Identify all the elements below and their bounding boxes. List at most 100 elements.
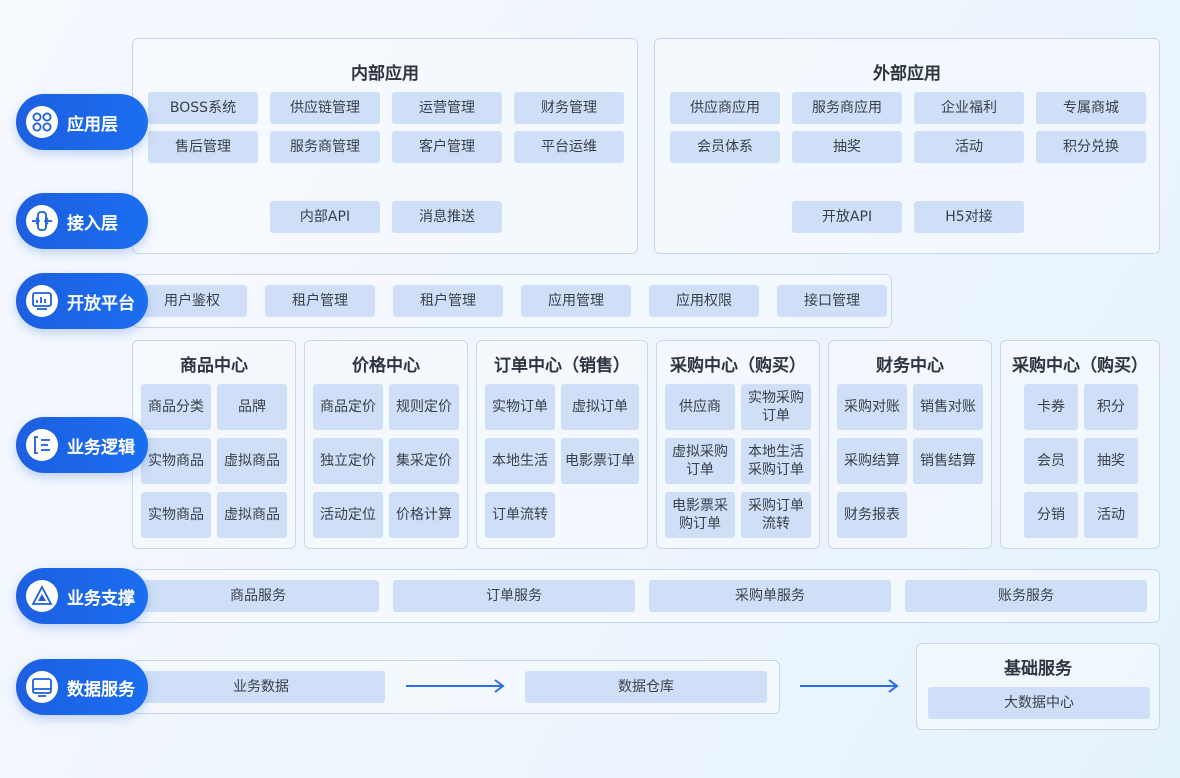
open-platform-chip[interactable]: 租户管理 [393,285,503,317]
data-services-panel: 业务数据 数据仓库 [132,660,780,714]
support-chip[interactable]: 商品服务 [137,580,379,612]
internal-app-chip[interactable]: 平台运维 [514,131,624,163]
center-title: 商品中心 [180,356,248,376]
center-chip[interactable]: 销售结算 [913,438,983,484]
center-chip[interactable]: 积分 [1084,384,1138,430]
layer-logic-pill[interactable]: 业务逻辑 [16,417,148,473]
center-chip[interactable]: 独立定价 [313,438,383,484]
center-chip[interactable]: 抽奖 [1084,438,1138,484]
layer-app-pill[interactable]: 应用层 [16,94,148,150]
external-app-chip[interactable]: 企业福利 [914,92,1024,124]
layer-label: 开放平台 [67,293,135,314]
external-app-chip[interactable]: 服务商应用 [792,92,902,124]
center-price: 价格中心 商品定价 规则定价 独立定价 集采定价 活动定位 价格计算 [304,340,468,549]
center-chip[interactable]: 虚拟订单 [561,384,639,430]
center-chip[interactable]: 实物商品 [141,492,211,538]
connector-icon [26,205,58,237]
center-chip[interactable]: 虚拟商品 [217,438,287,484]
internal-access-chip[interactable]: 内部API [270,201,380,233]
center-chip[interactable]: 本地生活 [485,438,555,484]
base-services-panel: 基础服务 大数据中心 [916,643,1160,730]
internal-apps-title: 内部应用 [351,64,419,84]
layer-support-pill[interactable]: 业务支撑 [16,568,148,624]
support-chip[interactable]: 订单服务 [393,580,635,612]
internal-app-chip[interactable]: 运营管理 [392,92,502,124]
internal-access-chip[interactable]: 消息推送 [392,201,502,233]
layer-label: 业务逻辑 [67,437,135,458]
center-purchase-2: 采购中心（购买） 卡券 积分 会员 抽奖 分销 活动 [1000,340,1160,549]
internal-app-chip[interactable]: 供应链管理 [270,92,380,124]
layer-data-pill[interactable]: 数据服务 [16,659,148,715]
support-chip[interactable]: 账务服务 [905,580,1147,612]
external-app-chip[interactable]: 供应商应用 [670,92,780,124]
center-chip[interactable]: 品牌 [217,384,287,430]
center-chip[interactable]: 价格计算 [389,492,459,538]
center-title: 财务中心 [876,356,944,376]
open-platform-chip[interactable]: 用户鉴权 [137,285,247,317]
center-chip[interactable]: 规则定价 [389,384,459,430]
external-app-chip[interactable]: 专属商城 [1036,92,1146,124]
center-chip[interactable]: 活动 [1084,492,1138,538]
center-chip[interactable]: 商品分类 [141,384,211,430]
center-title: 采购中心（购买） [670,356,806,376]
external-apps-title: 外部应用 [873,64,941,84]
arrow-right-icon [406,679,505,693]
center-chip[interactable]: 电影票订单 [561,438,639,484]
support-panel: 商品服务 订单服务 采购单服务 账务服务 [132,569,1160,623]
external-app-chip[interactable]: 抽奖 [792,131,902,163]
internal-app-chip[interactable]: BOSS系统 [148,92,258,124]
list-icon [26,429,58,461]
center-chip[interactable]: 财务报表 [837,492,907,538]
center-chip[interactable]: 分销 [1024,492,1078,538]
center-chip[interactable]: 采购结算 [837,438,907,484]
open-platform-chip[interactable]: 应用权限 [649,285,759,317]
center-chip[interactable]: 活动定位 [313,492,383,538]
center-product: 商品中心 商品分类 品牌 实物商品 虚拟商品 实物商品 虚拟商品 [132,340,296,549]
center-chip[interactable]: 本地生活采购订单 [741,438,811,484]
center-order: 订单中心（销售） 实物订单 虚拟订单 本地生活 电影票订单 订单流转 [476,340,648,549]
internal-app-chip[interactable]: 售后管理 [148,131,258,163]
open-platform-chip[interactable]: 接口管理 [777,285,887,317]
open-platform-panel: 用户鉴权 租户管理 租户管理 应用管理 应用权限 接口管理 [132,274,892,328]
center-chip[interactable]: 卡券 [1024,384,1078,430]
center-chip[interactable]: 电影票采购订单 [665,492,735,538]
internal-app-chip[interactable]: 财务管理 [514,92,624,124]
data-chip[interactable]: 数据仓库 [525,671,767,703]
layers-triangle-icon [26,580,58,612]
layer-label: 应用层 [67,114,118,135]
base-services-title: 基础服务 [1004,659,1072,679]
center-chip[interactable]: 实物采购订单 [741,384,811,430]
internal-apps-panel: 内部应用 BOSS系统 供应链管理 运营管理 财务管理 售后管理 服务商管理 客… [132,38,638,254]
external-access-chip[interactable]: 开放API [792,201,902,233]
center-title: 订单中心（销售） [494,356,630,376]
support-chip[interactable]: 采购单服务 [649,580,891,612]
center-title: 采购中心（购买） [1012,356,1148,376]
layer-label: 业务支撑 [67,588,135,609]
layer-open-pill[interactable]: 开放平台 [16,273,148,329]
center-chip[interactable]: 实物商品 [141,438,211,484]
center-chip[interactable]: 实物订单 [485,384,555,430]
center-chip[interactable]: 虚拟商品 [217,492,287,538]
center-chip[interactable]: 采购对账 [837,384,907,430]
center-chip[interactable]: 会员 [1024,438,1078,484]
layer-access-pill[interactable]: 接入层 [16,193,148,249]
center-chip[interactable]: 商品定价 [313,384,383,430]
external-app-chip[interactable]: 会员体系 [670,131,780,163]
internal-app-chip[interactable]: 客户管理 [392,131,502,163]
internal-app-chip[interactable]: 服务商管理 [270,131,380,163]
screen-icon [26,671,58,703]
center-chip[interactable]: 供应商 [665,384,735,430]
center-chip[interactable]: 采购订单流转 [741,492,811,538]
external-app-chip[interactable]: 活动 [914,131,1024,163]
center-title: 价格中心 [352,356,420,376]
external-app-chip[interactable]: 积分兑换 [1036,131,1146,163]
center-chip[interactable]: 集采定价 [389,438,459,484]
external-access-chip[interactable]: H5对接 [914,201,1024,233]
open-platform-chip[interactable]: 应用管理 [521,285,631,317]
open-platform-chip[interactable]: 租户管理 [265,285,375,317]
center-chip[interactable]: 订单流转 [485,492,555,538]
center-chip[interactable]: 销售对账 [913,384,983,430]
center-chip[interactable]: 虚拟采购订单 [665,438,735,484]
data-chip[interactable]: 业务数据 [137,671,385,703]
base-services-chip[interactable]: 大数据中心 [928,687,1150,719]
